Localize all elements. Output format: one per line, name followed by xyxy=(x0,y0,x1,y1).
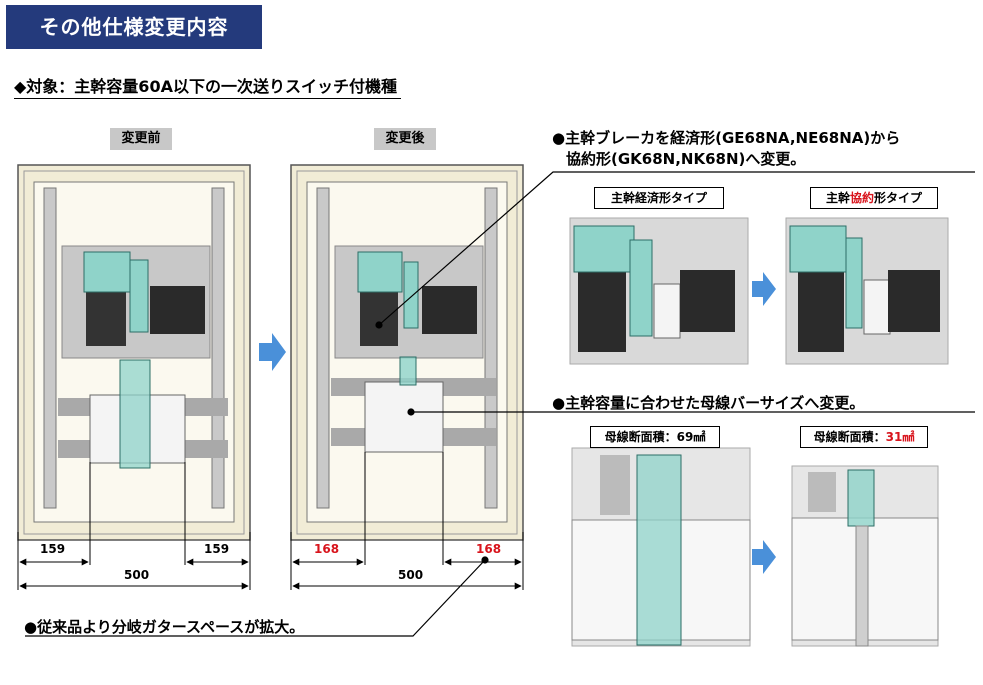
busbar-69-photo xyxy=(571,447,751,647)
bus-area-before-value: 69㎟ xyxy=(676,430,706,444)
dimensions-before xyxy=(17,462,251,590)
before-label: 変更前 xyxy=(110,128,172,150)
dim-before-right: 159 xyxy=(204,542,230,556)
breaker-kyo-photo xyxy=(785,217,949,365)
panel-after xyxy=(290,164,524,541)
type-kyo-c: 形タイプ xyxy=(874,191,923,205)
page-title: その他仕様変更内容 xyxy=(6,5,262,49)
busbar-31-photo xyxy=(791,465,939,647)
note-gutter: ●従来品より分岐ガタースペースが拡大。 xyxy=(24,618,305,636)
bus-area-before-label: 母線断面積： xyxy=(604,430,677,444)
dim-before-total: 500 xyxy=(124,568,150,582)
type-kyo-a: 主幹 xyxy=(825,191,850,205)
leader-lines xyxy=(25,171,975,637)
panel-before xyxy=(17,164,251,541)
dim-after-total: 500 xyxy=(398,568,424,582)
note-breaker-line2: 協約形(GK68N,NK68N)へ変更。 xyxy=(566,150,806,168)
target-heading: ◆対象：主幹容量60A以下の一次送りスイッチ付機種 xyxy=(14,76,401,99)
type-kyo-label: 主幹協約形タイプ xyxy=(810,187,938,209)
after-label: 変更後 xyxy=(374,128,436,150)
breaker-econ-photo xyxy=(569,217,749,365)
dim-before-left: 159 xyxy=(40,542,66,556)
dim-after-left: 168 xyxy=(314,542,340,556)
arrow-before-after-icon xyxy=(259,333,286,371)
arrow-busbar-icon xyxy=(752,540,776,574)
note-breaker-line1: ●主幹ブレーカを経済形(GE68NA,NE68NA)から xyxy=(552,129,901,147)
note-busbar: ●主幹容量に合わせた母線バーサイズへ変更。 xyxy=(552,394,865,412)
dim-after-right: 168 xyxy=(476,542,502,556)
bus-area-before: 母線断面積：69㎟ xyxy=(590,426,720,448)
bus-area-after: 母線断面積：31㎟ xyxy=(800,426,928,448)
arrow-breaker-icon xyxy=(752,272,776,306)
type-econ-label: 主幹経済形タイプ xyxy=(594,187,724,209)
bus-area-after-value: 31㎟ xyxy=(885,430,915,444)
bus-area-after-label: 母線断面積： xyxy=(813,430,886,444)
type-kyo-b: 協約 xyxy=(849,191,874,205)
